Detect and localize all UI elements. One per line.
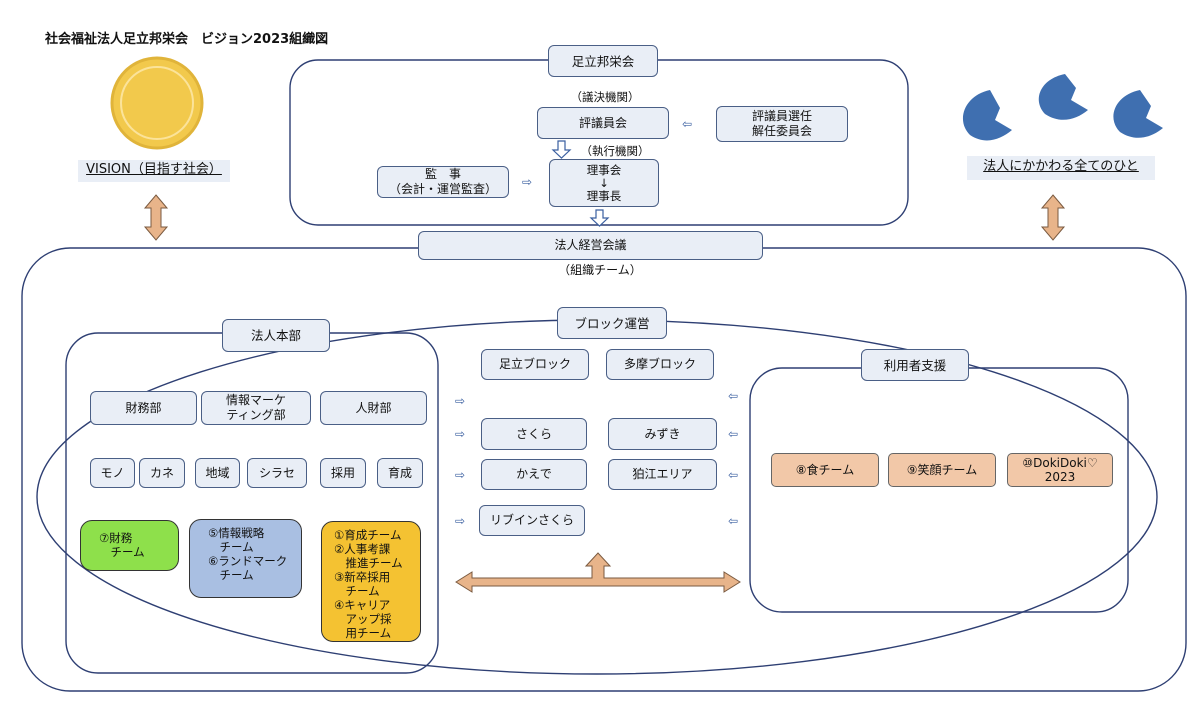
- sakura-box: さくら: [481, 418, 587, 450]
- arrow-left-icon: ⇦: [728, 427, 739, 441]
- support-header: 利用者支援: [861, 349, 969, 381]
- resolution-caption: （議決機関）: [570, 90, 640, 104]
- corporation-header: 足立邦栄会: [548, 45, 658, 77]
- arrow-right-icon: ⇨: [455, 514, 466, 528]
- dokidoki-team-box: ⑩DokiDoki♡ 2023: [1007, 453, 1113, 487]
- sun-icon: [110, 56, 204, 150]
- kaede-box: かえで: [481, 459, 587, 490]
- hq-header: 法人本部: [222, 319, 330, 352]
- info-marketing-dept-box: 情報マーケ ティング部: [201, 391, 311, 425]
- support-frame: [749, 367, 1129, 613]
- arrow-left-icon: ⇦: [728, 389, 739, 403]
- hr-team-box: ①育成チーム ②人事考課 推進チーム ③新卒採用 チーム ④キャリア アップ採 …: [321, 521, 421, 642]
- komae-area-box: 狛江エリア: [608, 459, 717, 490]
- people-label: 法人にかかわる全てのひと: [967, 156, 1155, 180]
- section-mono: モノ: [90, 458, 135, 488]
- org-team-caption: （組織チーム）: [558, 263, 642, 277]
- tama-block-box: 多摩ブロック: [606, 349, 714, 380]
- live-in-sakura-box: リブインさくら: [479, 505, 585, 536]
- council-box: 評議員会: [537, 107, 669, 139]
- finance-dept-box: 財務部: [90, 391, 197, 425]
- section-saiyo: 採用: [320, 458, 366, 488]
- arrow-left-icon: ⇦: [728, 468, 739, 482]
- finance-team-box: ⑦財務 チーム: [80, 520, 179, 571]
- vision-label: VISION（目指す社会）: [78, 160, 230, 182]
- executive-caption: （執行機関）: [580, 144, 650, 158]
- block-ellipse: [36, 319, 1158, 675]
- mizuki-box: みずき: [608, 418, 717, 450]
- election-committee-box: 評議員選任 解任委員会: [716, 106, 848, 142]
- food-team-box: ⑧食チーム: [771, 453, 879, 487]
- section-ikusei: 育成: [377, 458, 423, 488]
- arrow-right-icon: ⇨: [455, 468, 466, 482]
- arrow-right-icon: ⇨: [455, 394, 466, 408]
- section-kane: カネ: [139, 458, 185, 488]
- birds-icon: [962, 74, 1163, 141]
- page-title: 社会福祉法人足立邦栄会 ビジョン2023組織図: [45, 32, 329, 47]
- block-header: ブロック運営: [557, 307, 667, 339]
- hr-dept-box: 人財部: [320, 391, 427, 425]
- section-chiiki: 地域: [195, 458, 240, 488]
- arrow-left-icon: ⇦: [682, 117, 693, 131]
- auditor-box: 監 事 （会計・運営監査）: [377, 166, 509, 198]
- arrow-left-icon: ⇦: [728, 514, 739, 528]
- arrow-right-icon: ⇨: [522, 175, 533, 189]
- management-meeting-box: 法人経営会議: [418, 231, 763, 260]
- board-box: 理事会 ↓ 理事長: [549, 159, 659, 207]
- adachi-block-box: 足立ブロック: [481, 349, 589, 380]
- arrow-right-icon: ⇨: [455, 427, 466, 441]
- smile-team-box: ⑨笑顔チーム: [888, 453, 996, 487]
- section-shirase: シラセ: [247, 458, 307, 488]
- info-team-box: ⑤情報戦略 チーム ⑥ランドマーク チーム: [189, 519, 302, 598]
